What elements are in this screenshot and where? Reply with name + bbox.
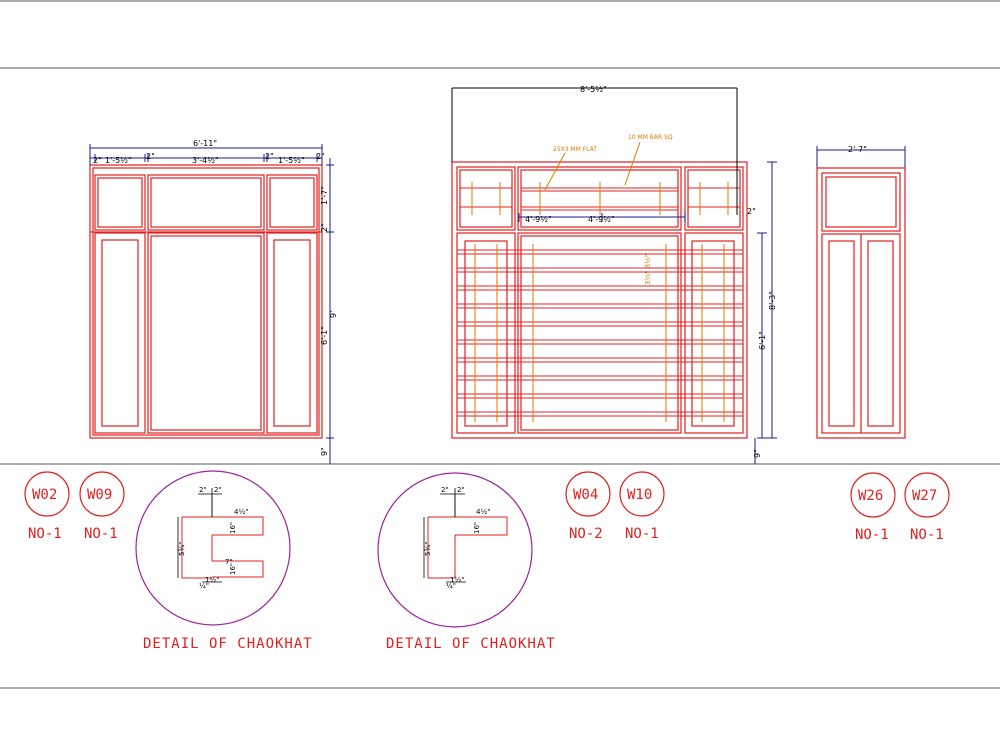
d2-rebate2: 16" <box>473 522 481 534</box>
elev1-panel-height: 6'-1" <box>320 326 329 345</box>
elev2-mid-dim-2: 4'-9½" <box>588 215 615 224</box>
elevation-w26-w27: 2'-7" <box>816 145 906 439</box>
elev1-overall-width: 6'-11" <box>193 139 217 148</box>
tag-w27: W27 <box>912 488 937 504</box>
d1-side: 4½" <box>234 508 248 516</box>
d1-rebate4: 16" <box>229 563 237 575</box>
d1-top: 2" <box>199 486 207 494</box>
elev1-overall-height: 9' <box>329 311 338 318</box>
elev1-dim-a: 2" <box>93 156 102 165</box>
elev1-dim-g: 2" <box>316 152 325 161</box>
elev1-dim-c: 2" <box>146 152 155 161</box>
tag-w02: W02 <box>32 487 57 503</box>
elev2-panel-height: 6'-1" <box>758 331 767 350</box>
elev1-mid-rail: 2" <box>320 223 329 232</box>
elevation-w04-w10: 8'-5½" 25X3 MM FLAT 10 MM BAR SQ 4'-9½" … <box>451 85 777 464</box>
label-bar: 10 MM BAR SQ <box>628 134 673 141</box>
elev1-dim-e: 2" <box>265 152 274 161</box>
elev3-overall-width: 2'-7" <box>848 145 867 154</box>
d2-bottom: ¼" <box>446 582 456 590</box>
tag-w04: W04 <box>573 487 598 503</box>
d1-depth: 1½" <box>205 576 219 584</box>
d1-rebate1: 2" <box>214 486 222 494</box>
elev2-overall-height: 8'-3" <box>768 291 777 310</box>
sheet-border <box>0 0 1000 689</box>
grill-bars-vertical <box>471 182 729 422</box>
chaokhat-detail-2: 2" 4½" 2" 16" 5¾" 1½" ¼" DETAIL OF CHAOK… <box>377 472 556 652</box>
d2-height: 5¾" <box>424 542 432 556</box>
elev1-dim-f: 1'-5½" <box>278 156 305 165</box>
count-w09: NO-1 <box>84 526 118 542</box>
count-w27: NO-1 <box>910 527 944 543</box>
chaokhat-detail-1: 2" 4½" 2" 16" 5¾" 1½" ¼" 7" 16" DETAIL O… <box>135 470 313 652</box>
elev1-transom-height: 1'-7" <box>320 186 329 205</box>
label-flat: 25X3 MM FLAT <box>553 146 597 153</box>
elev1-dim-b: 1'-5½" <box>105 156 132 165</box>
elev2-sill: 9" <box>753 449 762 458</box>
tag-w26: W26 <box>858 488 883 504</box>
count-w02: NO-1 <box>28 526 62 542</box>
detail-2-title: DETAIL OF CHAOKHAT <box>386 636 556 652</box>
elev2-mid-dim-1: 4'-9½" <box>525 215 552 224</box>
elev1-sill: 9" <box>320 447 329 456</box>
d1-rebate2: 16" <box>229 522 237 534</box>
count-w10: NO-1 <box>625 526 659 542</box>
annotation-leaders <box>544 141 641 191</box>
d1-height: 5¾" <box>178 542 186 556</box>
d2-depth: 1½" <box>450 576 464 584</box>
elev2-bar-spacing: 3½" 3½" <box>644 254 652 285</box>
d2-side: 4½" <box>476 508 490 516</box>
elevation-w02-w09: 6'-11" 2" 1'-5½" 2" 3'-4½" 2" 1'-5½" 2" … <box>89 139 338 464</box>
window-tags: W02 NO-1 W09 NO-1 W04 NO-2 W10 NO-1 W26 … <box>24 471 950 543</box>
count-w26: NO-1 <box>855 527 889 543</box>
count-w04: NO-2 <box>569 526 603 542</box>
elev2-right-small: 2" <box>747 207 756 216</box>
elev1-dim-d: 3'-4½" <box>192 156 219 165</box>
tag-w10: W10 <box>627 487 652 503</box>
elev2-overall-width: 8'-5½" <box>580 85 607 94</box>
d1-rebate3: 7" <box>225 558 233 566</box>
d2-rebate1: 2" <box>457 486 465 494</box>
d2-top: 2" <box>441 486 449 494</box>
d1-bottom: ¼" <box>199 582 209 590</box>
tag-w09: W09 <box>87 487 112 503</box>
detail-1-title: DETAIL OF CHAOKHAT <box>143 636 313 652</box>
